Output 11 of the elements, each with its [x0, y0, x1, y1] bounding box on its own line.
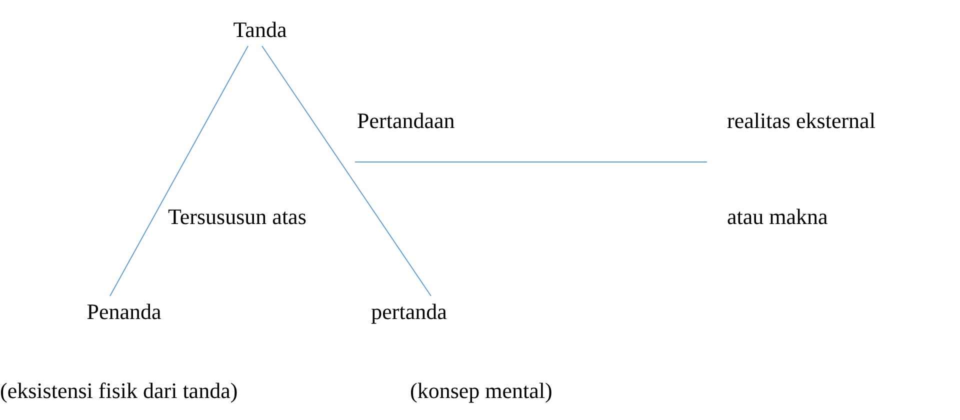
label-text: realitas eksternal	[727, 107, 876, 135]
label-text: Tersususun atas	[168, 203, 306, 231]
concept-text: Penanda	[68, 296, 180, 328]
label-text: Pertandaan	[357, 107, 455, 135]
label-text: atau makna	[727, 203, 828, 231]
label-text: (eksistensi fisik dari tanda)	[0, 377, 238, 405]
connector-line	[262, 46, 432, 296]
connector-line	[110, 46, 248, 296]
concept-text: Tanda	[218, 14, 302, 46]
concept-text: pertanda	[354, 296, 464, 328]
label-text: (konsep mental)	[410, 377, 552, 405]
